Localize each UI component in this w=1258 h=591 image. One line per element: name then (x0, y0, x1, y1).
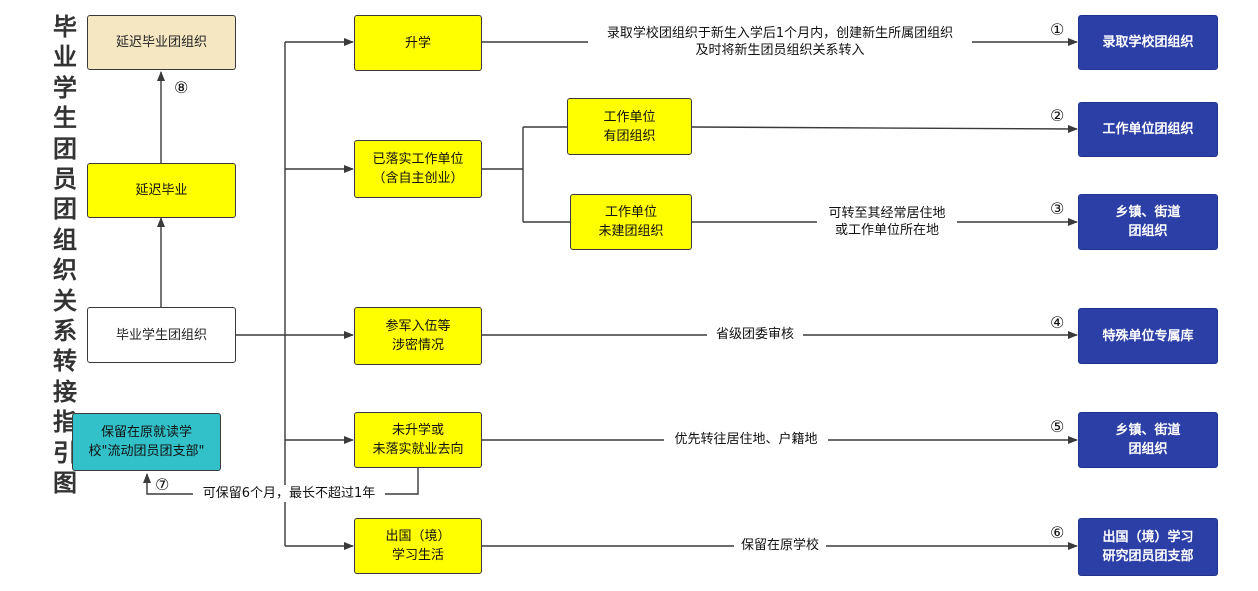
step-number-4: ④ (1050, 313, 1065, 332)
label-unit-without-org: 可转至其经常居住地 或工作单位所在地 (817, 205, 957, 239)
box-keep-branch: 保留在原就读学 校"流动团员团支部" (72, 413, 221, 471)
step-number-8: ⑧ (174, 78, 189, 97)
box-further-study: 升学 (354, 15, 482, 71)
label-abroad: 保留在原学校 (734, 537, 826, 554)
box-grad-org: 毕业学生团组织 (87, 307, 236, 363)
step-number-2: ② (1050, 106, 1065, 125)
step-number-5: ⑤ (1050, 417, 1065, 436)
label-further-study: 录取学校团组织于新生入学后1个月内，创建新生所属团组织 及时将新生团员组织关系转… (588, 25, 972, 59)
box-delay: 延迟毕业 (87, 163, 236, 218)
box-dest-special: 特殊单位专属库 (1078, 308, 1218, 364)
diagram-title: 毕业学生团员团组织关系转接指引图 (53, 13, 77, 498)
box-military: 参军入伍等 涉密情况 (354, 307, 482, 365)
box-unit-with-org: 工作单位 有团组织 (567, 98, 692, 155)
label-keep: 可保留6个月，最长不超过1年 (193, 485, 385, 502)
box-dest-unit: 工作单位团组织 (1078, 102, 1218, 157)
step-number-1: ① (1050, 20, 1065, 39)
box-unit-without-org: 工作单位 未建团组织 (570, 194, 692, 250)
box-unplaced: 未升学或 未落实就业去向 (354, 412, 482, 468)
label-military: 省级团委审核 (707, 326, 803, 343)
box-delay-org: 延迟毕业团组织 (87, 15, 236, 70)
step-number-6: ⑥ (1050, 523, 1065, 542)
step-number-3: ③ (1050, 199, 1065, 218)
label-unplaced: 优先转往居住地、户籍地 (664, 431, 828, 448)
arrow-to-dest-unit (691, 124, 1078, 133)
box-employed: 已落实工作单位 （含自主创业） (354, 140, 482, 198)
box-dest-school: 录取学校团组织 (1078, 15, 1218, 70)
box-dest-abroad: 出国（境）学习 研究团员团支部 (1078, 518, 1218, 576)
box-dest-town2: 乡镇、街道 团组织 (1078, 412, 1218, 468)
box-abroad: 出国（境） 学习生活 (354, 518, 482, 574)
box-dest-town1: 乡镇、街道 团组织 (1078, 194, 1218, 250)
step-number-7: ⑦ (155, 475, 170, 494)
